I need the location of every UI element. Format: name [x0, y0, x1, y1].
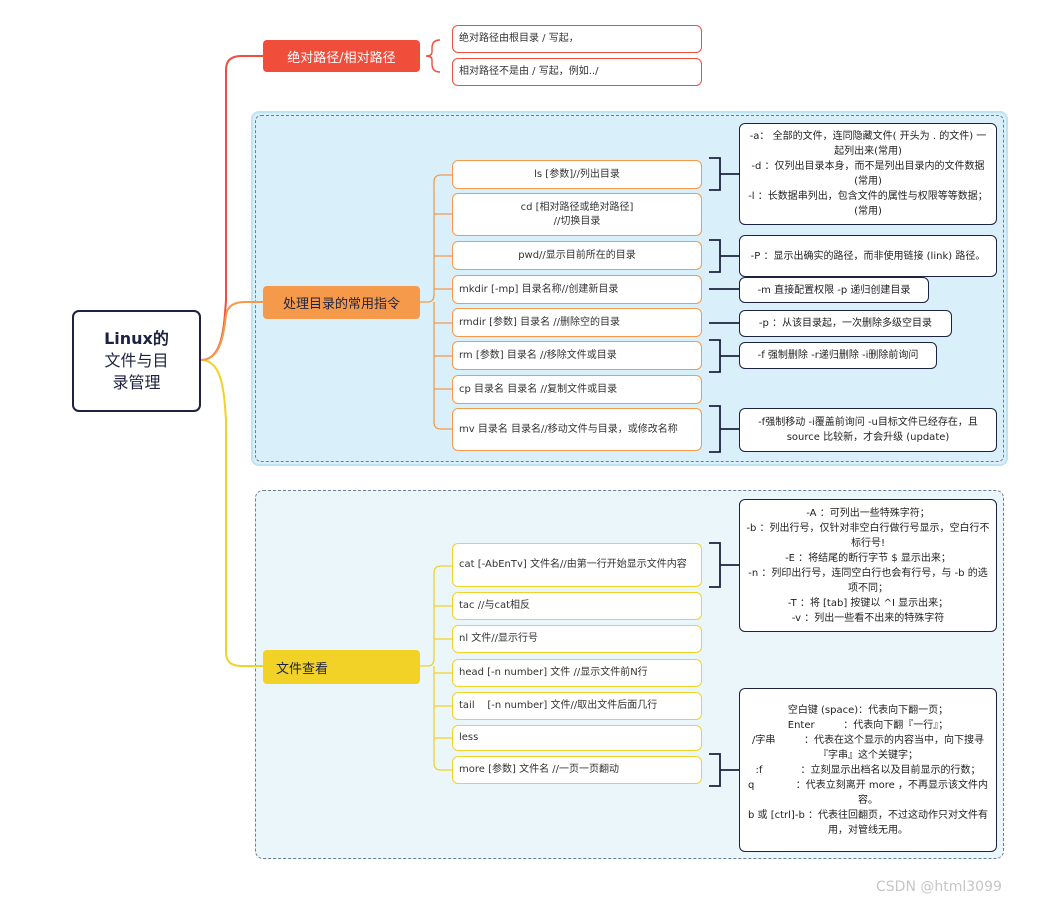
cmd-less-label: less — [459, 732, 479, 743]
topic-file-view[interactable]: 文件查看 — [263, 650, 420, 684]
topic-view-label: 文件查看 — [276, 661, 329, 677]
cmd-cat[interactable]: cat [-AbEnTv] 文件名//由第一行开始显示文件内容 — [452, 543, 702, 587]
note-pwd-p: -P ：显示出确实的路径，而非使用链接 (link) 路径。 — [750, 250, 986, 262]
cmd-nl-label: nl 文件//显示行号 — [459, 633, 539, 644]
cmd-ls-label: ls [参数]//列出目录 — [534, 168, 620, 180]
path-item-relative-label: 相对路径不是由 / 写起，例如../ — [459, 66, 599, 77]
note-more-keys[interactable]: 空白键 (space)：代表向下翻一页； Enter ：代表向下翻『一行』； /… — [739, 688, 997, 852]
cmd-nl[interactable]: nl 文件//显示行号 — [452, 625, 702, 653]
root-title-line2: 文件与目 — [104, 351, 169, 370]
note-mkdir-mp: -m 直接配置权限 -p 递归创建目录 — [757, 284, 911, 296]
path-item-relative[interactable]: 相对路径不是由 / 写起，例如../ — [452, 58, 702, 86]
note-ls-d: -d ：仅列出目录本身，而不是列出目录内的文件数据(常用) — [751, 161, 985, 187]
cmd-rm-label: rm [参数] 目录名 //移除文件或目录 — [459, 349, 617, 361]
topic-path-label: 绝对路径/相对路径 — [287, 50, 396, 66]
cmd-rmdir[interactable]: rmdir [参数] 目录名 //删除空的目录 — [452, 308, 702, 337]
connector-dir-ticks — [434, 213, 452, 390]
note-pwd-options[interactable]: -P ：显示出确实的路径，而非使用链接 (link) 路径。 — [739, 235, 997, 277]
path-item-absolute[interactable]: 绝对路径由根目录 / 写起， — [452, 25, 702, 53]
note-ls-options[interactable]: -a： 全部的文件，连同隐藏文件( 开头为 . 的文件) 一起列出来(常用) -… — [739, 123, 997, 225]
bracket-mv — [709, 405, 739, 453]
note-cat-v: -v ：列出一些看不出来的特殊字符 — [791, 612, 945, 624]
cmd-cp[interactable]: cp 目录名 目录名 //复制文件或目录 — [452, 375, 702, 404]
note-cat-n: -n ：列印出行号，连同空白行也会有行号，与 -b 的选项不同； — [748, 567, 988, 594]
cmd-cd[interactable]: cd [相对路径或绝对路径] //切换目录 — [452, 193, 702, 236]
note-ls-l: -l ：长数据串列出，包含文件的属性与权限等等数据；(常用) — [748, 191, 988, 217]
cmd-mv-label: mv 目录名 目录名//移动文件与目录，或修改名称 — [459, 423, 678, 435]
connector-path-brace — [425, 39, 441, 73]
note-cat-b: -b ：列出行号，仅针对非空白行做行号显示，空白行不标行号! — [746, 522, 990, 549]
cmd-mv[interactable]: mv 目录名 目录名//移动文件与目录，或修改名称 — [452, 408, 702, 451]
note-cat-A: -A ：可列出一些特殊字符； — [806, 507, 930, 519]
root-topic[interactable]: Linux的 文件与目 录管理 — [72, 310, 201, 412]
cmd-cp-label: cp 目录名 目录名 //复制文件或目录 — [459, 383, 618, 395]
cmd-tail-label: tail [-n number] 文件//取出文件后面几行 — [459, 700, 658, 711]
note-rm-options[interactable]: -f 强制删除 -r递归删除 -i删除前询问 — [739, 342, 937, 369]
connector-root-dir — [200, 301, 263, 361]
cmd-cd-label: cd [相对路径或绝对路径] //切换目录 — [520, 201, 634, 227]
note-cat-E: -E ：将结尾的断行字节 $ 显示出来； — [785, 552, 951, 564]
note-rm-fri: -f 强制删除 -r递归删除 -i删除前询问 — [757, 350, 919, 361]
dir-commands-region-border — [255, 115, 1004, 462]
root-title-line1: Linux的 — [104, 329, 169, 348]
note-more-q: q ：代表立刻离开 more ，不再显示该文件内容。 — [748, 779, 988, 806]
note-rmdir-options[interactable]: -p ：从该目录起，一次删除多级空目录 — [739, 310, 952, 337]
note-cat-options[interactable]: -A ：可列出一些特殊字符； -b ：列出行号，仅针对非空白行做行号显示，空白行… — [739, 499, 997, 632]
connector-root-path — [200, 55, 263, 361]
connector-view-tree — [420, 565, 452, 771]
bracket-cat — [709, 542, 739, 588]
cmd-head[interactable]: head [-n number] 文件 //显示文件前N行 — [452, 659, 702, 687]
note-mv-fiu: -f强制移动 -i覆盖前询问 -u目标文件已经存在，且 source 比较新，才… — [758, 417, 978, 443]
connector-root-view — [200, 359, 263, 667]
root-title-line3: 录管理 — [112, 373, 161, 392]
cmd-ls[interactable]: ls [参数]//列出目录 — [452, 160, 702, 189]
note-cat-T: -T ：将 [tab] 按键以 ^I 显示出来； — [787, 597, 949, 609]
note-mkdir-options[interactable]: -m 直接配置权限 -p 递归创建目录 — [739, 277, 929, 303]
note-more-f: :f ：立刻显示出档名以及目前显示的行数； — [755, 764, 981, 776]
note-rmdir-p: -p ：从该目录起，一次删除多级空目录 — [758, 318, 933, 329]
watermark: CSDN @html3099 — [876, 879, 1002, 895]
note-more-b: b 或 [ctrl]-b ：代表往回翻页，不过这动作只对文件有用，对管线无用。 — [748, 809, 988, 836]
cmd-mkdir[interactable]: mkdir [-mp] 目录名称//创建新目录 — [452, 275, 702, 304]
topic-dir-commands[interactable]: 处理目录的常用指令 — [263, 286, 420, 319]
cmd-more-label: more [参数] 文件名 //一页一页翻动 — [459, 764, 619, 775]
cmd-pwd-label: pwd//显示目前所在的目录 — [518, 249, 636, 261]
connector-view-ticks — [434, 605, 452, 739]
path-item-absolute-label: 绝对路径由根目录 / 写起， — [459, 33, 579, 44]
cmd-cat-label: cat [-AbEnTv] 文件名//由第一行开始显示文件内容 — [459, 559, 687, 570]
topic-path[interactable]: 绝对路径/相对路径 — [263, 40, 420, 72]
cmd-rm[interactable]: rm [参数] 目录名 //移除文件或目录 — [452, 341, 702, 370]
bracket-ls — [709, 157, 739, 191]
cmd-more[interactable]: more [参数] 文件名 //一页一页翻动 — [452, 756, 702, 784]
bracket-pwd — [709, 239, 739, 273]
note-more-search: /字串 ：代表在这个显示的内容当中，向下搜寻『字串』这个关键字； — [752, 734, 984, 761]
connector-dir-tree — [420, 174, 452, 430]
cmd-rmdir-label: rmdir [参数] 目录名 //删除空的目录 — [459, 316, 620, 328]
cmd-tac[interactable]: tac //与cat相反 — [452, 592, 702, 620]
cmd-pwd[interactable]: pwd//显示目前所在的目录 — [452, 241, 702, 270]
cmd-tac-label: tac //与cat相反 — [459, 600, 531, 611]
note-ls-a: -a： 全部的文件，连同隐藏文件( 开头为 . 的文件) 一起列出来(常用) — [749, 131, 987, 157]
cmd-mkdir-label: mkdir [-mp] 目录名称//创建新目录 — [459, 283, 619, 295]
bracket-more — [709, 753, 739, 787]
note-more-enter: Enter ：代表向下翻『一行』； — [787, 719, 949, 731]
topic-dir-label: 处理目录的常用指令 — [282, 297, 400, 312]
note-more-space: 空白键 (space)：代表向下翻一页； — [787, 704, 949, 716]
cmd-head-label: head [-n number] 文件 //显示文件前N行 — [459, 667, 648, 678]
bracket-rm — [709, 339, 739, 373]
cmd-tail[interactable]: tail [-n number] 文件//取出文件后面几行 — [452, 692, 702, 720]
cmd-less[interactable]: less — [452, 725, 702, 751]
note-mv-options[interactable]: -f强制移动 -i覆盖前询问 -u目标文件已经存在，且 source 比较新，才… — [739, 408, 997, 452]
